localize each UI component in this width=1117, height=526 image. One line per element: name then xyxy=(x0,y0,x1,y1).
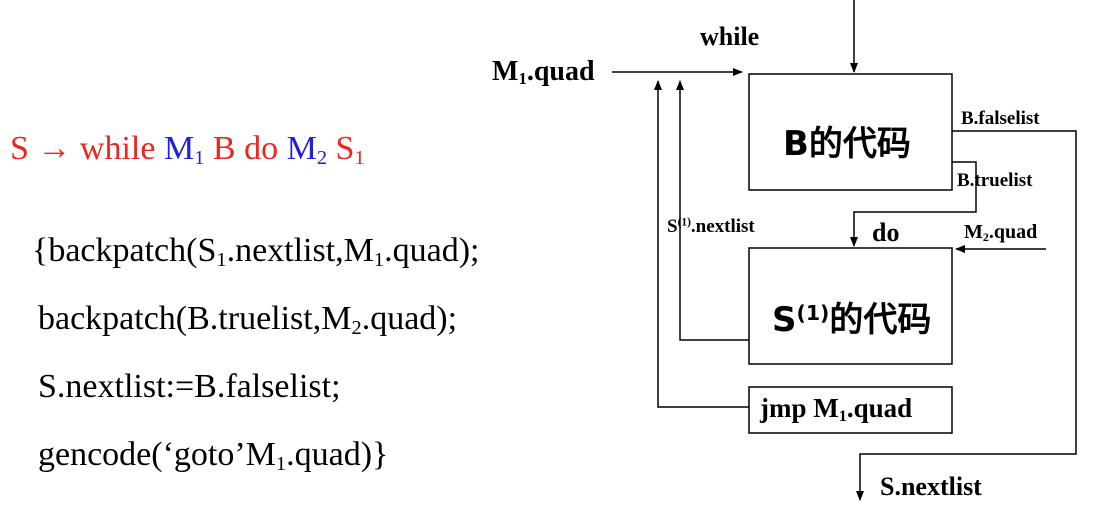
code-line-2: backpatch(B.truelist,M2.quad); xyxy=(38,300,458,340)
rule-m1: M1 xyxy=(163,130,205,170)
m2quad-label: M2.quad xyxy=(964,221,1038,244)
truelist-label: B.truelist xyxy=(957,170,1033,191)
s-nextlist-label: S.nextlist xyxy=(880,472,982,501)
rule-s: S xyxy=(10,130,29,167)
b-code-box-label: B的代码 xyxy=(783,124,911,164)
truelist-line xyxy=(850,161,977,247)
rule-do: do xyxy=(244,130,279,167)
s1-nextlist-label: S(1).nextlist xyxy=(667,216,755,237)
jmp-loop xyxy=(654,80,749,408)
falselist-label: B.falselist xyxy=(961,108,1040,129)
b-code-box xyxy=(748,73,953,191)
rule-m2: M2 xyxy=(286,130,328,170)
rule-while: while xyxy=(79,130,156,167)
rule-s1: S1 xyxy=(335,130,365,170)
jmp-box xyxy=(748,386,953,434)
production-rule: S → while M1 B do M2 S1 xyxy=(10,130,365,168)
code-line-1: {backpatch(S1.nextlist,M1.quad); xyxy=(32,232,480,272)
m1quad-label: M1.quad xyxy=(492,56,595,89)
s1-code-box-label: S(1)的代码 xyxy=(772,300,932,340)
while-label: while xyxy=(700,22,760,51)
s1-nextlist-loop xyxy=(676,80,749,341)
code-line-4: gencode(‘goto’M1.quad)} xyxy=(38,436,389,476)
rule-b: B xyxy=(212,130,236,167)
s1-code-box xyxy=(748,247,953,365)
do-label: do xyxy=(872,218,900,247)
code-line-3: S.nextlist:=B.falselist; xyxy=(38,368,341,405)
falselist-line xyxy=(856,130,1077,501)
jmp-box-label: jmp M1.quad xyxy=(760,393,913,426)
rule-arrow: → xyxy=(37,130,72,167)
